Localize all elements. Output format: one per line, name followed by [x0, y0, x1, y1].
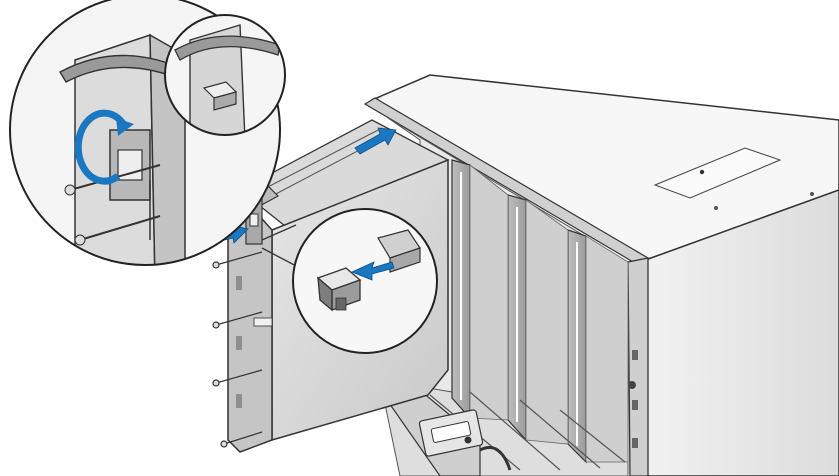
retention-clip-detail — [164, 14, 286, 136]
slide-arrow-icon — [354, 127, 397, 155]
blade-front-rods — [212, 251, 263, 448]
slot-divider — [451, 159, 471, 420]
enclosure-slots — [429, 159, 629, 471]
clip-removal-detail — [292, 208, 438, 354]
slot-back-panel — [469, 164, 629, 463]
slot-divider — [567, 229, 587, 464]
enclosure-chassis — [363, 74, 839, 476]
blade-front-vents — [236, 276, 273, 408]
enclosure-top-label — [653, 147, 782, 199]
slide-arrow-icon — [350, 261, 395, 281]
rotate-arrow-icon — [74, 109, 134, 185]
enclosure-front-post — [627, 257, 649, 476]
